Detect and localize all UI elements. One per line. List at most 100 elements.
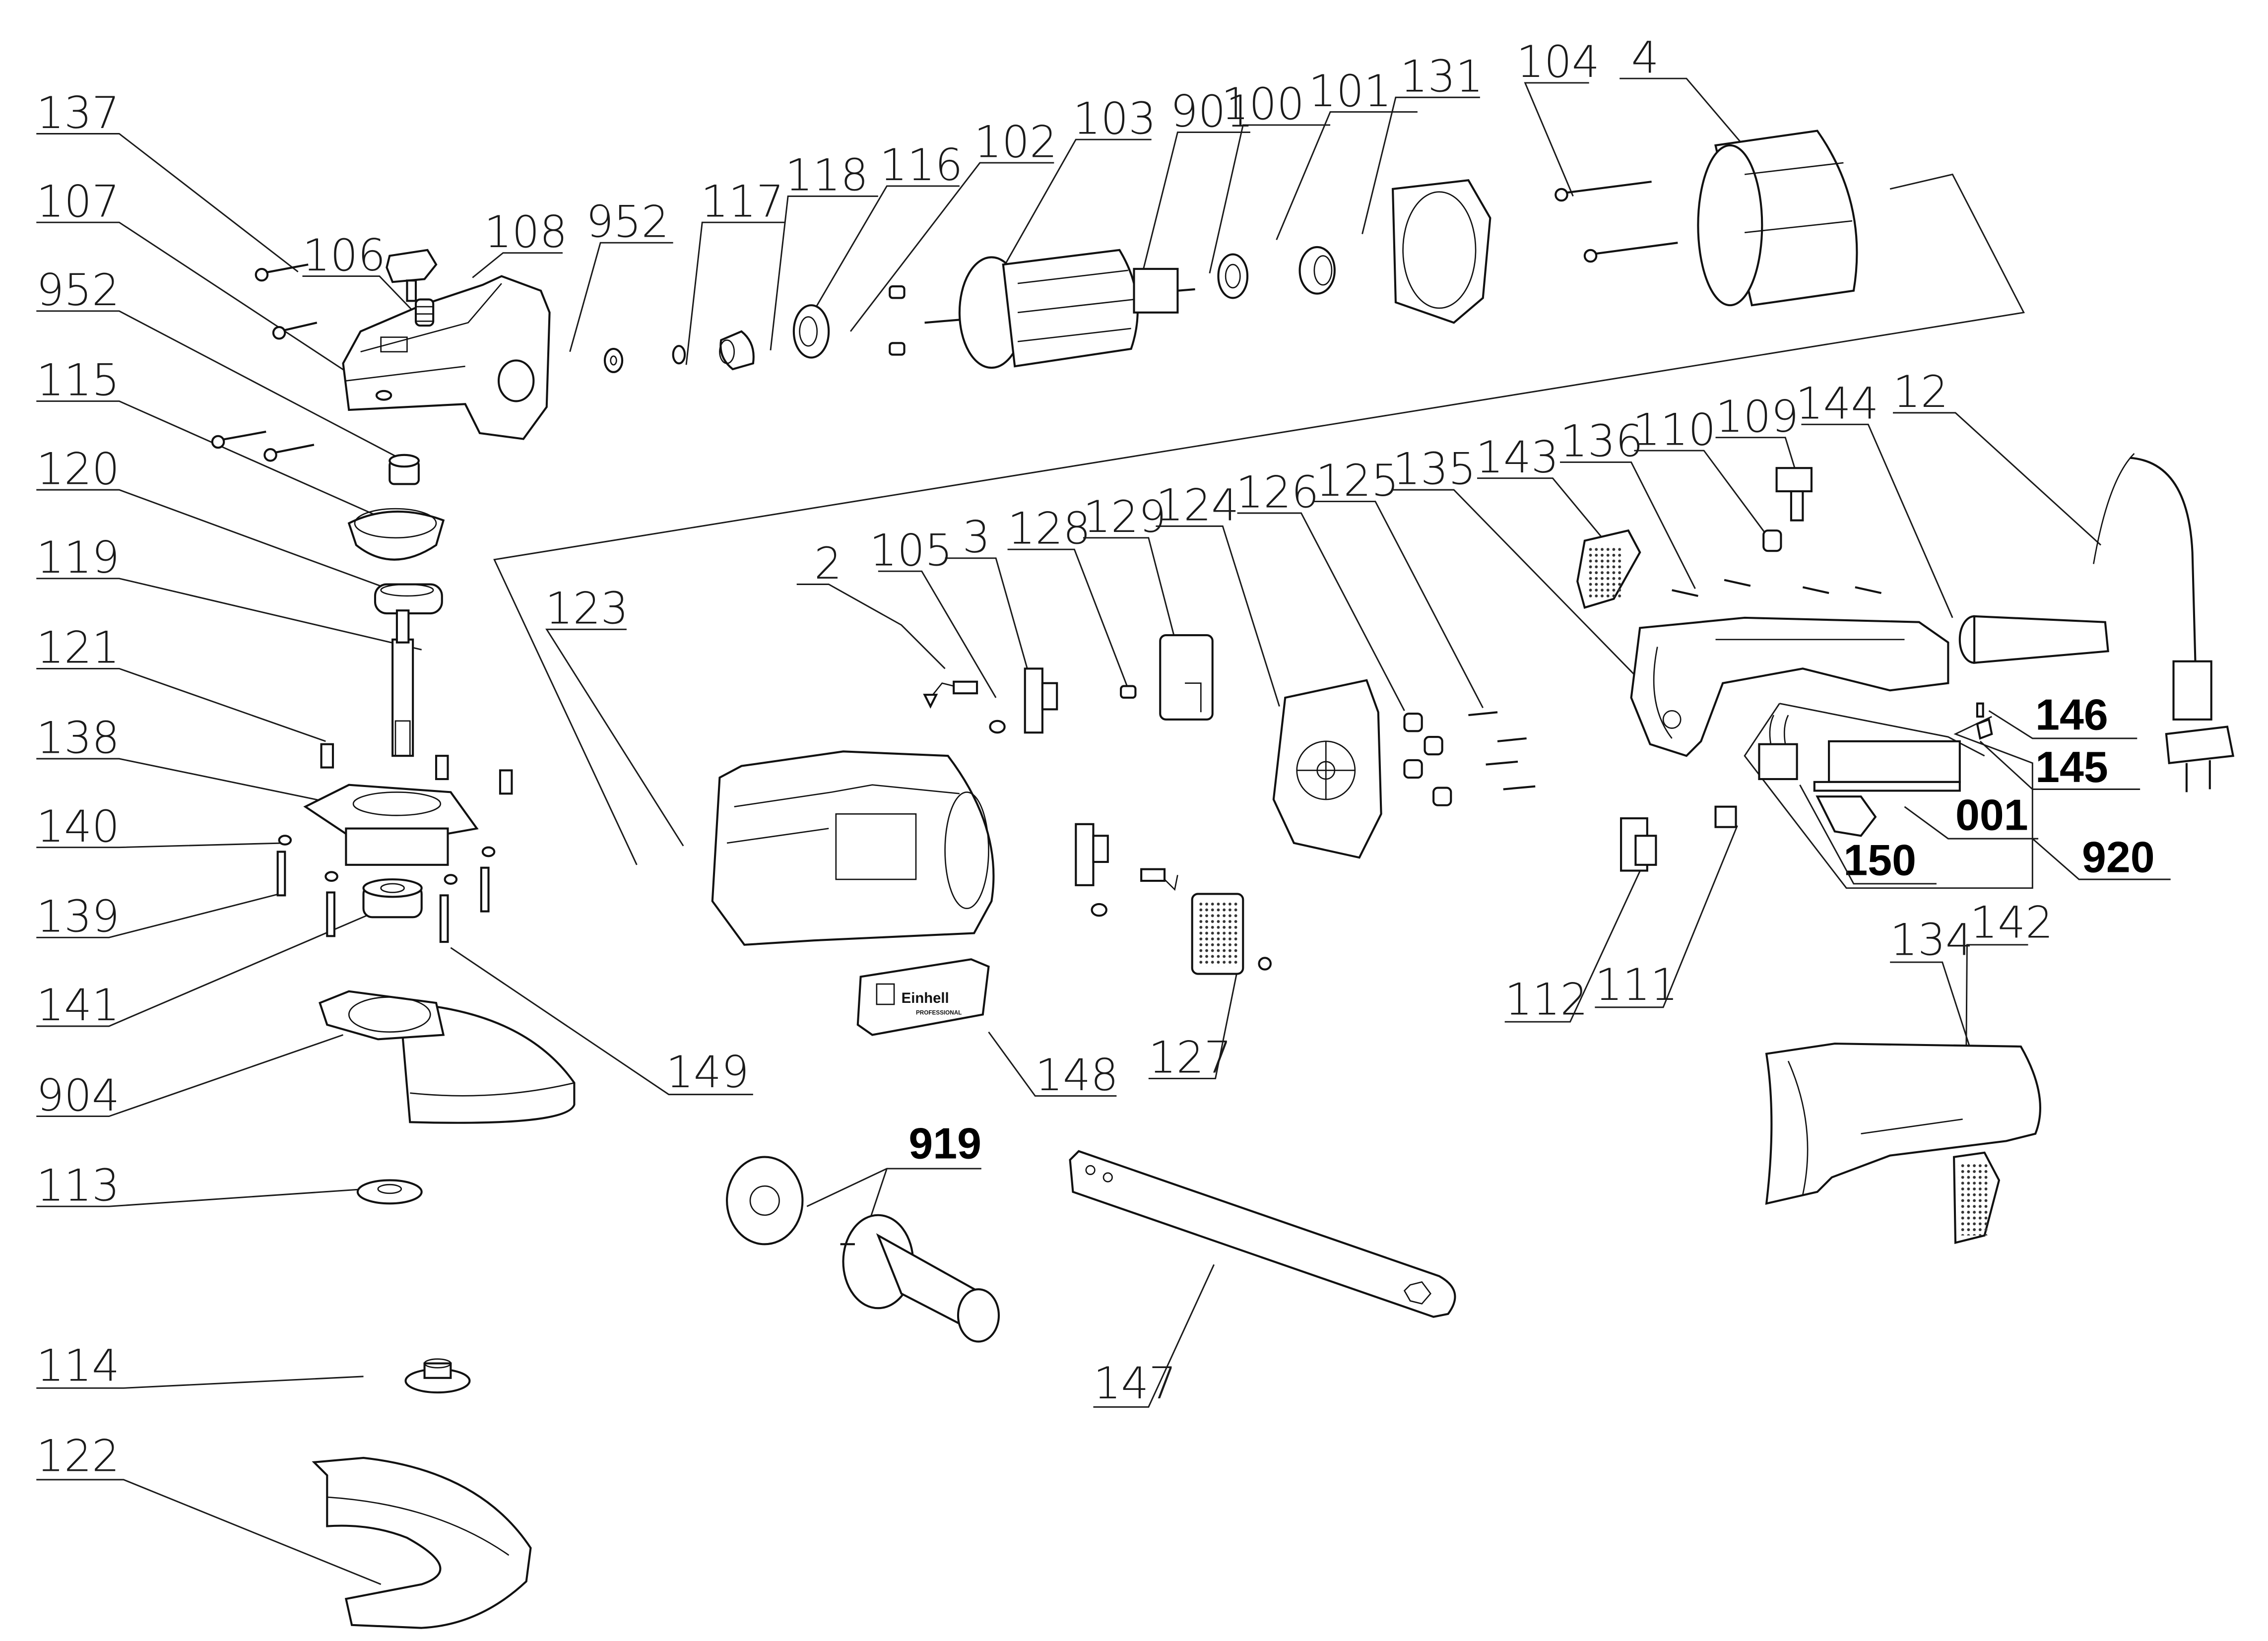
callout-124[interactable]: 124: [1156, 480, 1280, 707]
callout-904[interactable]: 904: [36, 1034, 343, 1121]
callout-2[interactable]: 2: [796, 538, 946, 669]
callout-120[interactable]: 120: [36, 443, 385, 588]
callout-104[interactable]: 104: [1516, 36, 1600, 197]
leader-line: [1093, 1264, 1215, 1408]
callout-139[interactable]: 139: [36, 891, 285, 942]
hex-nut-part: [603, 347, 624, 373]
callout-136[interactable]: 136: [1560, 416, 1696, 589]
callout-128[interactable]: 128: [1007, 503, 1129, 689]
assembly-bracket-top: [1779, 703, 1985, 757]
callout-129[interactable]: 129: [1083, 491, 1187, 684]
callout-920[interactable]: 920: [1953, 716, 2171, 881]
callout-117[interactable]: 117: [685, 176, 785, 365]
callout-115[interactable]: 115: [36, 355, 382, 519]
leader-line: [1148, 963, 1239, 1079]
ball-bearing-part: [792, 304, 830, 359]
callout-103[interactable]: 103: [988, 93, 1156, 294]
callout-107[interactable]: 107: [36, 176, 383, 396]
callout-110[interactable]: 110: [1633, 404, 1772, 541]
callout-144[interactable]: 144: [1796, 378, 1953, 618]
callout-106[interactable]: 106: [302, 230, 418, 316]
capacitor-part: [1758, 715, 1798, 781]
callout-135[interactable]: 135: [1391, 443, 1636, 677]
callout-131[interactable]: 131: [1361, 51, 1484, 234]
callout-label: 120: [36, 443, 120, 494]
callout-109[interactable]: 109: [1716, 391, 1804, 495]
callout-127[interactable]: 127: [1148, 963, 1239, 1083]
callout-100[interactable]: 100: [1209, 78, 1331, 274]
gear-housing-part: [342, 275, 551, 440]
callout-105[interactable]: 105: [869, 525, 997, 698]
callout-label: 102: [974, 116, 1057, 167]
callout-141[interactable]: 141: [36, 902, 397, 1031]
callout-125[interactable]: 125: [1312, 455, 1484, 709]
callout-108[interactable]: 108: [472, 206, 567, 278]
vent-grille-part: [1953, 1151, 2001, 1245]
motor-group-bracket: [493, 173, 2025, 865]
callout-label: 126: [1236, 466, 1319, 518]
callout-3[interactable]: 3: [945, 512, 1030, 676]
screw-part: [1976, 702, 1984, 718]
vent-grille-part: [1576, 529, 1641, 609]
callout-952-left[interactable]: 952: [36, 264, 408, 463]
callout-label: 107: [36, 176, 120, 227]
callout-148[interactable]: 148: [988, 1031, 1118, 1101]
callout-150[interactable]: 150: [1799, 785, 1937, 885]
spanner-part: [1069, 1150, 1456, 1318]
callout-label: 2: [814, 538, 842, 589]
callout-label: 145: [2035, 742, 2108, 791]
callout-140[interactable]: 140: [36, 801, 285, 852]
leader-line: [36, 578, 422, 651]
callout-919[interactable]: 919: [806, 1119, 981, 1247]
callout-901[interactable]: 901: [1139, 86, 1254, 284]
screw-part: [211, 263, 318, 462]
callout-label: 919: [908, 1119, 981, 1168]
callout-143[interactable]: 143: [1476, 432, 1610, 547]
callout-134[interactable]: 134: [1890, 914, 1975, 1061]
callout-149[interactable]: 149: [450, 947, 753, 1098]
callout-122[interactable]: 122: [36, 1430, 382, 1585]
callout-121[interactable]: 121: [36, 622, 326, 742]
leader-line: [450, 947, 753, 1096]
callout-123[interactable]: 123: [545, 583, 684, 847]
callout-137[interactable]: 137: [36, 87, 299, 272]
cutting-guard-part: [312, 1456, 532, 1629]
leader-line: [36, 1034, 343, 1117]
callout-114[interactable]: 114: [36, 1340, 364, 1391]
callout-146[interactable]: 146: [1988, 690, 2138, 739]
callout-111[interactable]: 111: [1595, 825, 1738, 1010]
leader-line: [36, 221, 383, 396]
callout-113[interactable]: 113: [36, 1160, 367, 1211]
flange-nut-part: [356, 1179, 423, 1205]
callout-138[interactable]: 138: [36, 712, 358, 809]
leader-line: [36, 758, 358, 809]
inner-flange-part: [404, 1358, 471, 1394]
callout-label: 117: [701, 176, 784, 227]
callout-label: 125: [1316, 455, 1399, 506]
callout-116[interactable]: 116: [796, 139, 963, 341]
callout-4[interactable]: 4: [1620, 32, 1746, 147]
callout-126[interactable]: 126: [1236, 466, 1405, 712]
callout-102[interactable]: 102: [849, 116, 1057, 332]
callout-952-top[interactable]: 952: [569, 196, 673, 352]
callout-12[interactable]: 12: [1893, 366, 2102, 546]
leader-line: [1139, 131, 1250, 284]
leader-line: [988, 1031, 1117, 1097]
callout-101[interactable]: 101: [1276, 66, 1418, 240]
leader-line: [1953, 716, 2171, 880]
callout-label: 119: [36, 532, 120, 583]
callout-145[interactable]: 145: [1979, 740, 2140, 791]
callout-118[interactable]: 118: [770, 150, 878, 351]
callout-label: 101: [1308, 66, 1392, 117]
callout-001[interactable]: 001: [1904, 790, 2039, 840]
leader-line: [1988, 710, 2138, 739]
callout-112[interactable]: 112: [1505, 864, 1644, 1025]
terminal-part: [1714, 805, 1737, 828]
leader-line: [1595, 825, 1738, 1008]
callout-119[interactable]: 119: [36, 532, 422, 651]
retaining-ring-part: [375, 390, 392, 401]
end-shield-part: [1272, 679, 1382, 859]
long-screw-part: [1555, 181, 1678, 263]
leader-line: [878, 570, 997, 698]
callout-147[interactable]: 147: [1093, 1264, 1215, 1409]
